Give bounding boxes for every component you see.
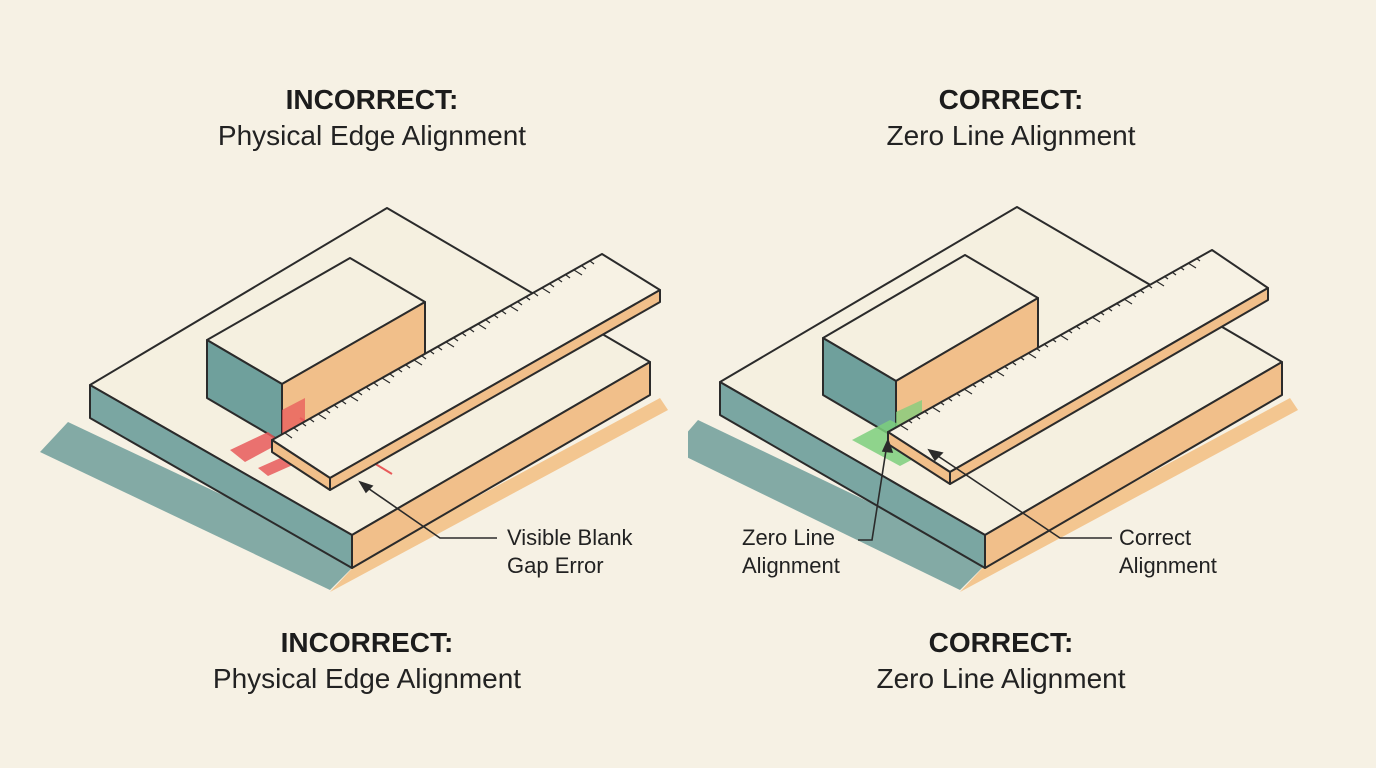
right-top-status: CORRECT:: [938, 84, 1084, 115]
right-bottom-heading: CORRECT: Zero Line Alignment: [741, 625, 1261, 697]
board-shadow-teal: [688, 420, 990, 590]
left-bottom-status: INCORRECT:: [280, 627, 454, 658]
gap-error-callout-line1: Visible Blank: [507, 525, 633, 550]
ruler-icon: [887, 249, 1269, 485]
board-shadow-orange: [330, 398, 668, 592]
arrow-pointer-icon: [858, 437, 894, 541]
right-panel-illustration: [688, 206, 1298, 592]
ruler-icon: [271, 253, 661, 491]
gap-error-callout: Visible Blank Gap Error: [507, 524, 633, 580]
arrow-pointer-icon: [927, 448, 1112, 539]
left-panel-illustration: [40, 207, 668, 592]
left-bottom-heading: INCORRECT: Physical Edge Alignment: [107, 625, 627, 697]
correct-alignment-callout-line1: Correct: [1119, 525, 1192, 550]
right-top-heading: CORRECT: Zero Line Alignment: [751, 82, 1271, 154]
board-shadow-orange: [960, 398, 1298, 592]
right-top-method: Zero Line Alignment: [886, 120, 1136, 151]
zero-line-callout-line2: Alignment: [742, 553, 840, 578]
left-bottom-method: Physical Edge Alignment: [212, 663, 522, 694]
left-top-status: INCORRECT:: [285, 84, 459, 115]
board-shadow-teal: [40, 422, 360, 590]
correct-alignment-callout-line2: Alignment: [1119, 553, 1217, 578]
left-top-heading: INCORRECT: Physical Edge Alignment: [112, 82, 632, 154]
zero-line-callout-line1: Zero Line: [742, 525, 835, 550]
rectangular-block-icon: [822, 254, 1039, 439]
right-bottom-method: Zero Line Alignment: [876, 663, 1126, 694]
right-bottom-status: CORRECT:: [928, 627, 1074, 658]
zero-line-callout: Zero Line Alignment: [742, 524, 840, 580]
ruler-ticks: [899, 257, 1201, 431]
gap-error-callout-line2: Gap Error: [507, 553, 604, 578]
left-top-method: Physical Edge Alignment: [217, 120, 527, 151]
correct-alignment-callout: Correct Alignment: [1119, 524, 1217, 580]
ruler-ticks: [284, 260, 595, 439]
arrow-pointer-icon: [358, 480, 497, 539]
